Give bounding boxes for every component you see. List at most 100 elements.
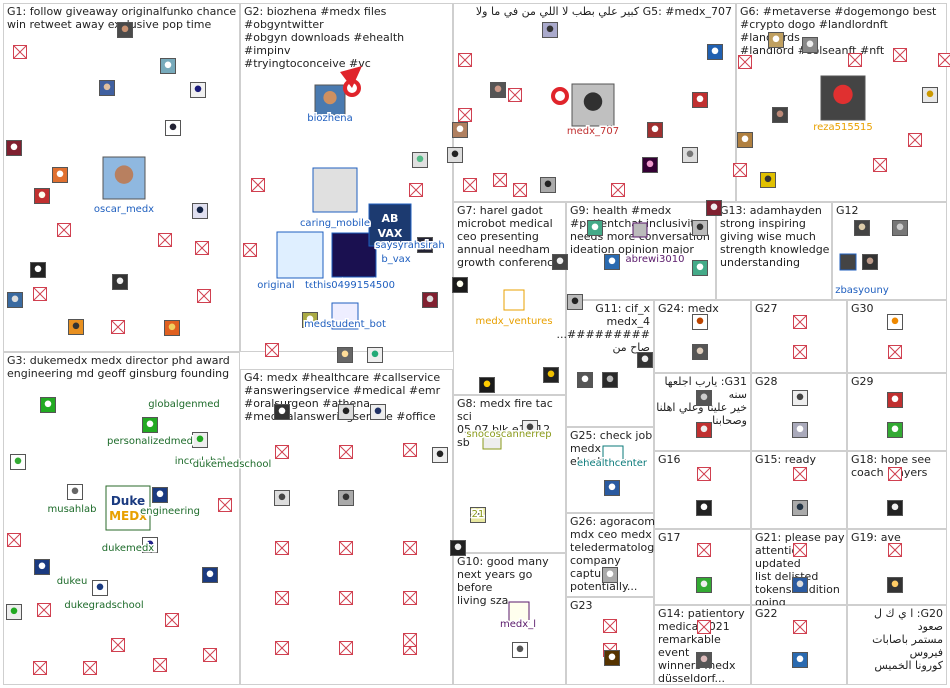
placeholder-node[interactable] — [458, 53, 472, 67]
avatar-face — [14, 457, 22, 465]
placeholder-node[interactable] — [403, 633, 417, 647]
avatar-face — [608, 257, 616, 265]
placeholder-node[interactable] — [33, 287, 47, 301]
placeholder-node[interactable] — [37, 603, 51, 617]
placeholder-node[interactable] — [275, 641, 289, 655]
user-label: globalgenmed — [148, 399, 220, 410]
avatar-face — [474, 510, 482, 518]
placeholder-node[interactable] — [458, 108, 472, 122]
placeholder-node[interactable] — [493, 173, 507, 187]
placeholder-node[interactable] — [275, 445, 289, 459]
abvax-logo-text: VAX — [378, 227, 403, 240]
hub-node-oscar-medx[interactable] — [102, 156, 146, 200]
placeholder-node[interactable] — [793, 543, 807, 557]
avatar-face — [306, 315, 314, 323]
placeholder-node[interactable] — [793, 345, 807, 359]
user-label: this0499154500 — [313, 280, 395, 291]
placeholder-node[interactable] — [13, 45, 27, 59]
group-box-g31: G31: يارب اجلعها سنه خير علينا وعلي اهلن… — [654, 373, 751, 451]
placeholder-node[interactable] — [203, 648, 217, 662]
placeholder-node[interactable] — [218, 498, 232, 512]
placeholder-node[interactable] — [463, 178, 477, 192]
hub-node-original[interactable] — [276, 231, 324, 279]
placeholder-node[interactable] — [57, 223, 71, 237]
placeholder-node[interactable] — [158, 233, 172, 247]
group-label: G14: patientory medica 2021 remarkable e… — [658, 607, 745, 685]
hub-node-abrewi3010[interactable] — [632, 222, 648, 238]
placeholder-node[interactable] — [165, 613, 179, 627]
placeholder-node[interactable] — [243, 243, 257, 257]
placeholder-node[interactable] — [403, 591, 417, 605]
placeholder-node[interactable] — [793, 467, 807, 481]
placeholder-node[interactable] — [339, 541, 353, 555]
placeholder-node[interactable] — [513, 183, 527, 197]
placeholder-node[interactable] — [793, 620, 807, 634]
hub-node-medstudent-bot[interactable] — [331, 302, 359, 330]
placeholder-node[interactable] — [403, 443, 417, 457]
avatar-face — [121, 25, 129, 33]
avatar-face — [891, 425, 899, 433]
placeholder-node[interactable] — [888, 467, 902, 481]
group-label: G28 — [755, 375, 778, 388]
hub-node-b-vax[interactable] — [368, 203, 412, 247]
placeholder-node[interactable] — [339, 445, 353, 459]
placeholder-node[interactable] — [197, 289, 211, 303]
group-label: G2: biozhena #medx files #obgyntwitter #… — [244, 5, 405, 70]
placeholder-node[interactable] — [111, 320, 125, 334]
placeholder-node[interactable] — [873, 158, 887, 172]
group-label: G24: medx — [658, 302, 719, 315]
placeholder-node[interactable] — [195, 241, 209, 255]
placeholder-node[interactable] — [848, 53, 862, 67]
user-label: original — [257, 280, 294, 291]
avatar-face — [891, 395, 899, 403]
avatar-face — [421, 240, 429, 248]
placeholder-node[interactable] — [888, 543, 902, 557]
placeholder-node[interactable] — [339, 591, 353, 605]
placeholder-node[interactable] — [888, 345, 902, 359]
placeholder-node[interactable] — [33, 661, 47, 675]
avatar-face — [194, 85, 202, 93]
user-label: caring_mobile — [300, 218, 370, 229]
placeholder-node[interactable] — [508, 88, 522, 102]
hub-node-ehealthcenter[interactable] — [602, 445, 624, 467]
avatar-face — [526, 423, 534, 431]
placeholder-node[interactable] — [611, 183, 625, 197]
avatar-face — [651, 125, 659, 133]
user-label: medx_ventures — [475, 316, 552, 327]
placeholder-node[interactable] — [697, 543, 711, 557]
placeholder-node[interactable] — [275, 541, 289, 555]
placeholder-node[interactable] — [339, 641, 353, 655]
placeholder-node[interactable] — [603, 619, 617, 633]
medx-logo-text: MEDx — [109, 509, 147, 523]
avatar-face — [516, 645, 524, 653]
placeholder-node[interactable] — [111, 638, 125, 652]
placeholder-node[interactable] — [251, 178, 265, 192]
avatar-face — [571, 297, 579, 305]
placeholder-node[interactable] — [938, 53, 950, 67]
avatar-face — [858, 223, 866, 231]
hub-node-zbasyouny[interactable] — [839, 253, 857, 271]
placeholder-node[interactable] — [83, 661, 97, 675]
placeholder-node[interactable] — [403, 541, 417, 555]
group-label: G1: follow giveaway originalfunko chance… — [7, 5, 237, 31]
user-label: zbasyouny — [835, 285, 889, 296]
placeholder-node[interactable] — [733, 163, 747, 177]
placeholder-node[interactable] — [697, 467, 711, 481]
hub-node-snocoscannerrep[interactable] — [482, 430, 502, 450]
placeholder-node[interactable] — [275, 591, 289, 605]
placeholder-node[interactable] — [738, 55, 752, 69]
placeholder-node[interactable] — [793, 315, 807, 329]
user-label: biozhena — [307, 113, 352, 124]
placeholder-node[interactable] — [893, 48, 907, 62]
placeholder-node[interactable] — [908, 133, 922, 147]
hub-node-medx-ventures[interactable] — [503, 289, 525, 311]
hub-node-medx-l[interactable] — [508, 601, 530, 623]
group-box-g10: G10: good many next years go before livi… — [453, 553, 566, 685]
placeholder-node[interactable] — [697, 620, 711, 634]
placeholder-node[interactable] — [265, 343, 279, 357]
placeholder-node[interactable] — [7, 533, 21, 547]
hub-node-dukemedx[interactable] — [105, 485, 151, 531]
placeholder-node[interactable] — [153, 658, 167, 672]
placeholder-node[interactable] — [409, 183, 423, 197]
hub-node-caring-mobile[interactable] — [312, 167, 358, 213]
